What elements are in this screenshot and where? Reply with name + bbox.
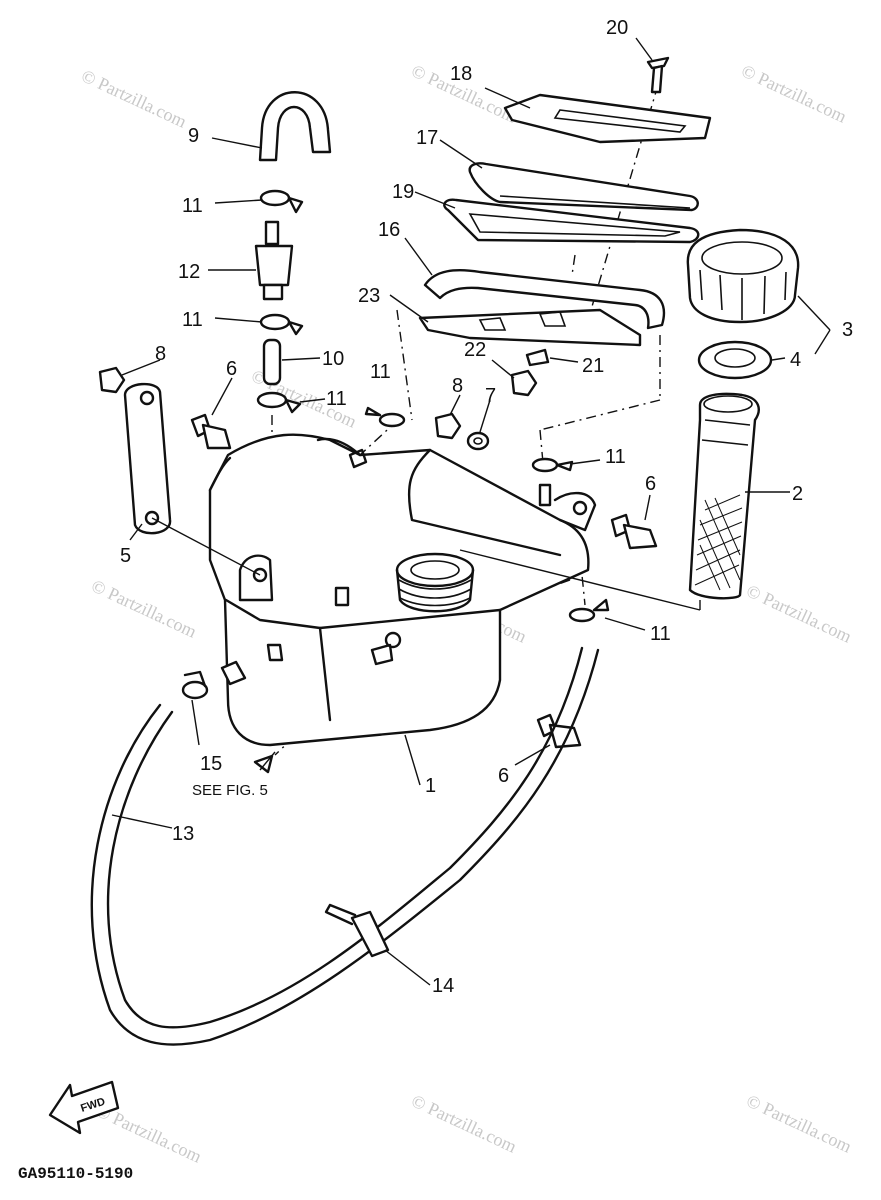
- watermark: © Partzilla.com: [78, 65, 189, 131]
- callout-2: 2: [792, 483, 803, 505]
- callout-11-b: 11: [182, 309, 203, 331]
- callout-11-f: 11: [650, 623, 671, 645]
- hose-clamps: [256, 189, 610, 623]
- callout-14: 14: [432, 975, 454, 997]
- small-clip: [525, 348, 550, 367]
- top-plate: [503, 93, 712, 144]
- watermark: © Partzilla.com: [738, 60, 849, 126]
- callout-17: 17: [416, 127, 438, 149]
- callout-16: 16: [378, 219, 400, 241]
- forward-arrow-icon: FWD: [48, 1080, 120, 1135]
- see-figure-note: SEE FIG. 5: [192, 782, 268, 799]
- callout-8-mid: 8: [452, 375, 463, 397]
- filler-cap: [686, 228, 800, 324]
- callout-19: 19: [392, 181, 414, 203]
- callout-9: 9: [188, 125, 199, 147]
- hose-clip: [181, 670, 209, 700]
- nuts: [98, 366, 538, 440]
- short-hose: [262, 338, 282, 386]
- callout-1: 1: [425, 775, 436, 797]
- callout-23: 23: [358, 285, 380, 307]
- leader-line: [151, 517, 261, 576]
- bracket-plate: [418, 308, 642, 347]
- callout-8-left: 8: [155, 343, 166, 365]
- callout-11-c: 11: [326, 388, 347, 410]
- callout-12: 12: [178, 261, 200, 283]
- callout-6-right: 6: [645, 473, 656, 495]
- callout-4: 4: [790, 349, 801, 371]
- callout-5: 5: [120, 545, 131, 567]
- callout-20: 20: [606, 17, 628, 39]
- callout-6-left: 6: [226, 358, 237, 380]
- callout-15: 15: [200, 753, 222, 775]
- callout-11-a: 11: [182, 195, 203, 217]
- leaders: [111, 37, 831, 986]
- oil-tank: [208, 433, 597, 747]
- figure-code: GA95110-5190: [18, 1165, 133, 1183]
- oil-hose: [90, 648, 600, 1046]
- callout-6-bottom: 6: [498, 765, 509, 787]
- callout-21: 21: [582, 355, 604, 377]
- breather-hose: [258, 91, 332, 162]
- oil-filter: [254, 220, 294, 301]
- oil-strainer: [688, 392, 760, 600]
- watermark: © Partzilla.com: [408, 1090, 519, 1156]
- hose-band: [324, 903, 390, 958]
- watermark: © Partzilla.com: [88, 575, 199, 641]
- callout-11-e: 11: [605, 446, 626, 468]
- bracket-strap: [123, 382, 172, 535]
- overflow-hose: [423, 269, 666, 330]
- watermark: © Partzilla.com: [743, 580, 854, 646]
- callout-13: 13: [172, 823, 194, 845]
- seal-ring: [697, 340, 773, 380]
- flange-bolts: [190, 413, 658, 749]
- callout-7: 7: [485, 385, 496, 407]
- callouts: 1 2 3 4 5 6 6 6 7 8 8 9 10 11 11 11 11 1…: [120, 17, 853, 997]
- callout-3: 3: [842, 319, 853, 341]
- callout-11-d: 11: [370, 361, 391, 383]
- cover-plate: [468, 162, 699, 212]
- washer: [466, 431, 490, 451]
- oil-hose-inner: [106, 646, 584, 1029]
- callout-22: 22: [464, 339, 486, 361]
- callout-10: 10: [322, 348, 344, 370]
- watermark: © Partzilla.com: [743, 1090, 854, 1156]
- callout-18: 18: [450, 63, 472, 85]
